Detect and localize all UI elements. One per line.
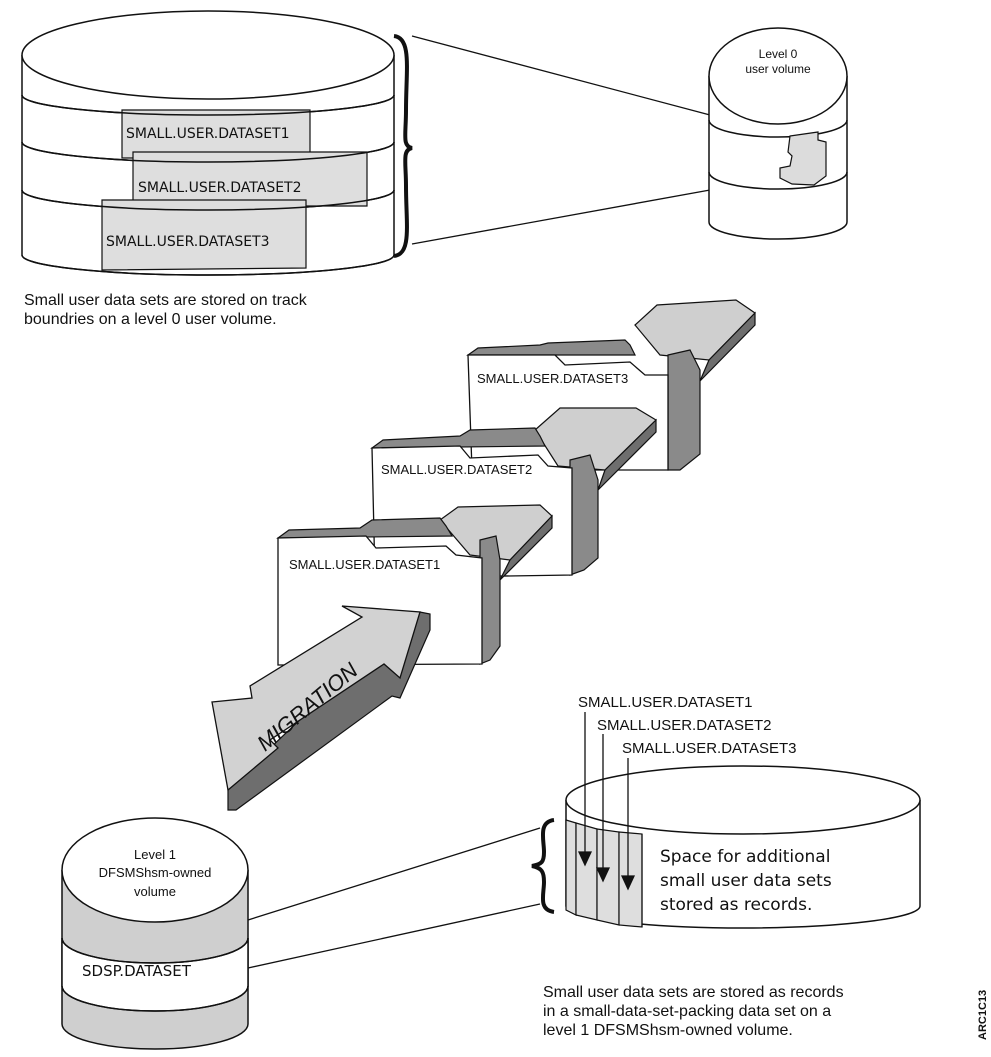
- migration-folder-1: [276, 504, 553, 666]
- record-strip-2: [575, 822, 598, 921]
- sdsp-brace: [531, 818, 555, 914]
- folder1-tab-shadow: [276, 517, 454, 539]
- folder1-label: SMALL.USER.DATASET1: [289, 557, 440, 572]
- folder2-label: SMALL.USER.DATASET2: [381, 462, 532, 477]
- folder3-side: [667, 349, 701, 471]
- level0-fragment-block: [779, 131, 827, 186]
- bottom-caption: Small user data sets are stored as recor…: [543, 983, 844, 1040]
- folder3-beam-side: [699, 311, 756, 382]
- top-caption-line1: Small user data sets are stored on track: [24, 292, 307, 309]
- sdsp-zoom-line-top: [247, 827, 541, 921]
- zoom-line-bottom: [411, 189, 711, 245]
- bottom-caption-line1: Small user data sets are stored as recor…: [543, 984, 844, 1001]
- folder2-side: [569, 454, 599, 576]
- track-dataset-label-2: SMALL.USER.DATASET2: [138, 180, 302, 196]
- track-dataset-label-1: SMALL.USER.DATASET1: [126, 126, 290, 142]
- level1-sdsp-label: SDSP.DATASET: [82, 962, 192, 980]
- record-arrow-head-2: [595, 867, 611, 883]
- sdsp-space-line2: small user data sets: [660, 871, 832, 891]
- level1-volume: [61, 817, 249, 1050]
- level1-label-line1: Level 1: [134, 847, 176, 862]
- top-caption-line2: boundries on a level 0 user volume.: [24, 311, 277, 328]
- track-dataset-blocks: [101, 109, 368, 271]
- track-block-3: [101, 199, 307, 271]
- level0-user-volume: [708, 27, 848, 240]
- migration-arrow: [211, 605, 431, 811]
- level1-label-line2: DFSMShsm-owned: [99, 865, 212, 880]
- record-strip-3: [596, 828, 620, 926]
- track-block-2: [132, 151, 368, 207]
- track-dataset-label-3: SMALL.USER.DATASET3: [106, 234, 270, 250]
- folder2-beam-side: [597, 418, 657, 491]
- folder1-side: [479, 535, 501, 665]
- folder3-beam-top: [634, 299, 756, 361]
- sdsp-cylinder: [565, 765, 921, 929]
- level1-label-line3: volume: [134, 884, 176, 899]
- record-strip-1: [565, 819, 577, 916]
- record-name-2: SMALL.USER.DATASET2: [597, 717, 772, 734]
- sdsp-zoom-line-bottom: [247, 903, 541, 969]
- folder2-tab-shadow: [370, 427, 546, 449]
- folder1-beam-side: [499, 514, 553, 581]
- record-name-3: SMALL.USER.DATASET3: [622, 740, 797, 757]
- level0-label-line1: Level 0: [759, 47, 798, 61]
- folder3-tab-shadow: [466, 339, 636, 356]
- record-name-1: SMALL.USER.DATASET1: [578, 694, 753, 711]
- record-arrow-head-3: [620, 875, 636, 891]
- top-volume-brace: [393, 34, 413, 258]
- zoom-line-top: [411, 35, 711, 116]
- record-arrows: [577, 712, 636, 891]
- top-caption: Small user data sets are stored on track…: [24, 291, 307, 329]
- level0-label-line2: user volume: [745, 62, 811, 76]
- sdsp-space-line1: Space for additional: [660, 847, 830, 867]
- bottom-caption-line2: in a small-data-set-packing data set on …: [543, 1003, 832, 1020]
- figure-id: ARC1C13: [977, 990, 989, 1040]
- migration-arrow-face: [211, 605, 421, 792]
- sdsp-space-line3: stored as records.: [660, 895, 812, 915]
- bottom-caption-line3: level 1 DFSMShsm-owned volume.: [543, 1022, 793, 1039]
- track-block-rings: [21, 94, 395, 276]
- record-arrow-head-1: [577, 851, 593, 867]
- folder3-label: SMALL.USER.DATASET3: [477, 371, 628, 386]
